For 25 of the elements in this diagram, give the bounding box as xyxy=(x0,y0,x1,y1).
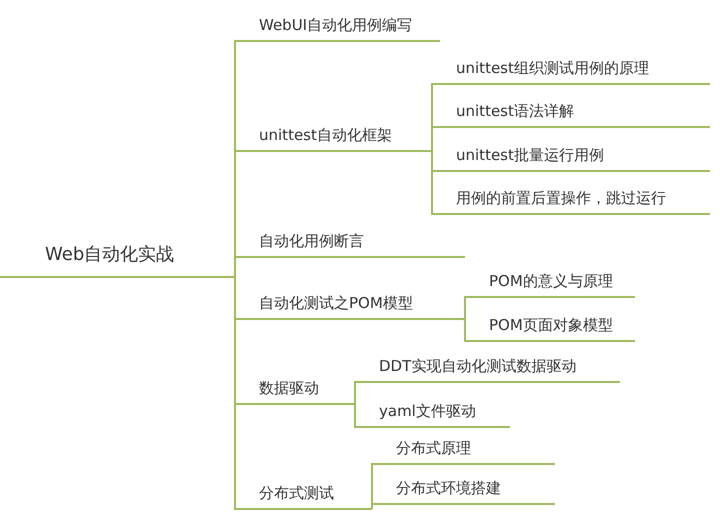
branch-topic: 自动化用例断言 xyxy=(235,226,465,258)
branch-line xyxy=(234,256,236,277)
branch-topic: 用例的前置后置操作，跳过运行 xyxy=(432,183,710,215)
branch-topic: DDT实现自动化测试数据驱动 xyxy=(355,351,620,383)
branch-topic: POM的意义与原理 xyxy=(465,266,635,298)
branch-topic: unittest批量运行用例 xyxy=(432,140,710,172)
branch-topic: unittest语法详解 xyxy=(432,96,710,128)
branch-line xyxy=(354,381,356,404)
root-topic: Web自动化实战 xyxy=(0,228,235,278)
branch-topic: POM页面对象模型 xyxy=(465,310,635,342)
branch-topic: 分布式原理 xyxy=(372,433,555,465)
branch-line xyxy=(464,319,466,342)
branch-topic: WebUI自动化用例编写 xyxy=(235,10,440,42)
branch-topic: 自动化测试之POM模型 xyxy=(235,288,465,320)
branch-line xyxy=(371,503,374,509)
branch-topic: 数据驱动 xyxy=(235,373,355,405)
branch-line xyxy=(431,126,434,151)
branch-line xyxy=(234,277,237,510)
branch-topic: 分布式测试 xyxy=(235,478,372,510)
branch-line xyxy=(354,404,356,428)
branch-topic: unittest组织测试用例的原理 xyxy=(432,53,710,85)
branch-topic: yaml文件驱动 xyxy=(355,396,510,428)
branch-topic: 分布式环境搭建 xyxy=(372,473,555,505)
branch-topic: unittest自动化框架 xyxy=(235,120,432,152)
branch-line xyxy=(464,296,466,319)
